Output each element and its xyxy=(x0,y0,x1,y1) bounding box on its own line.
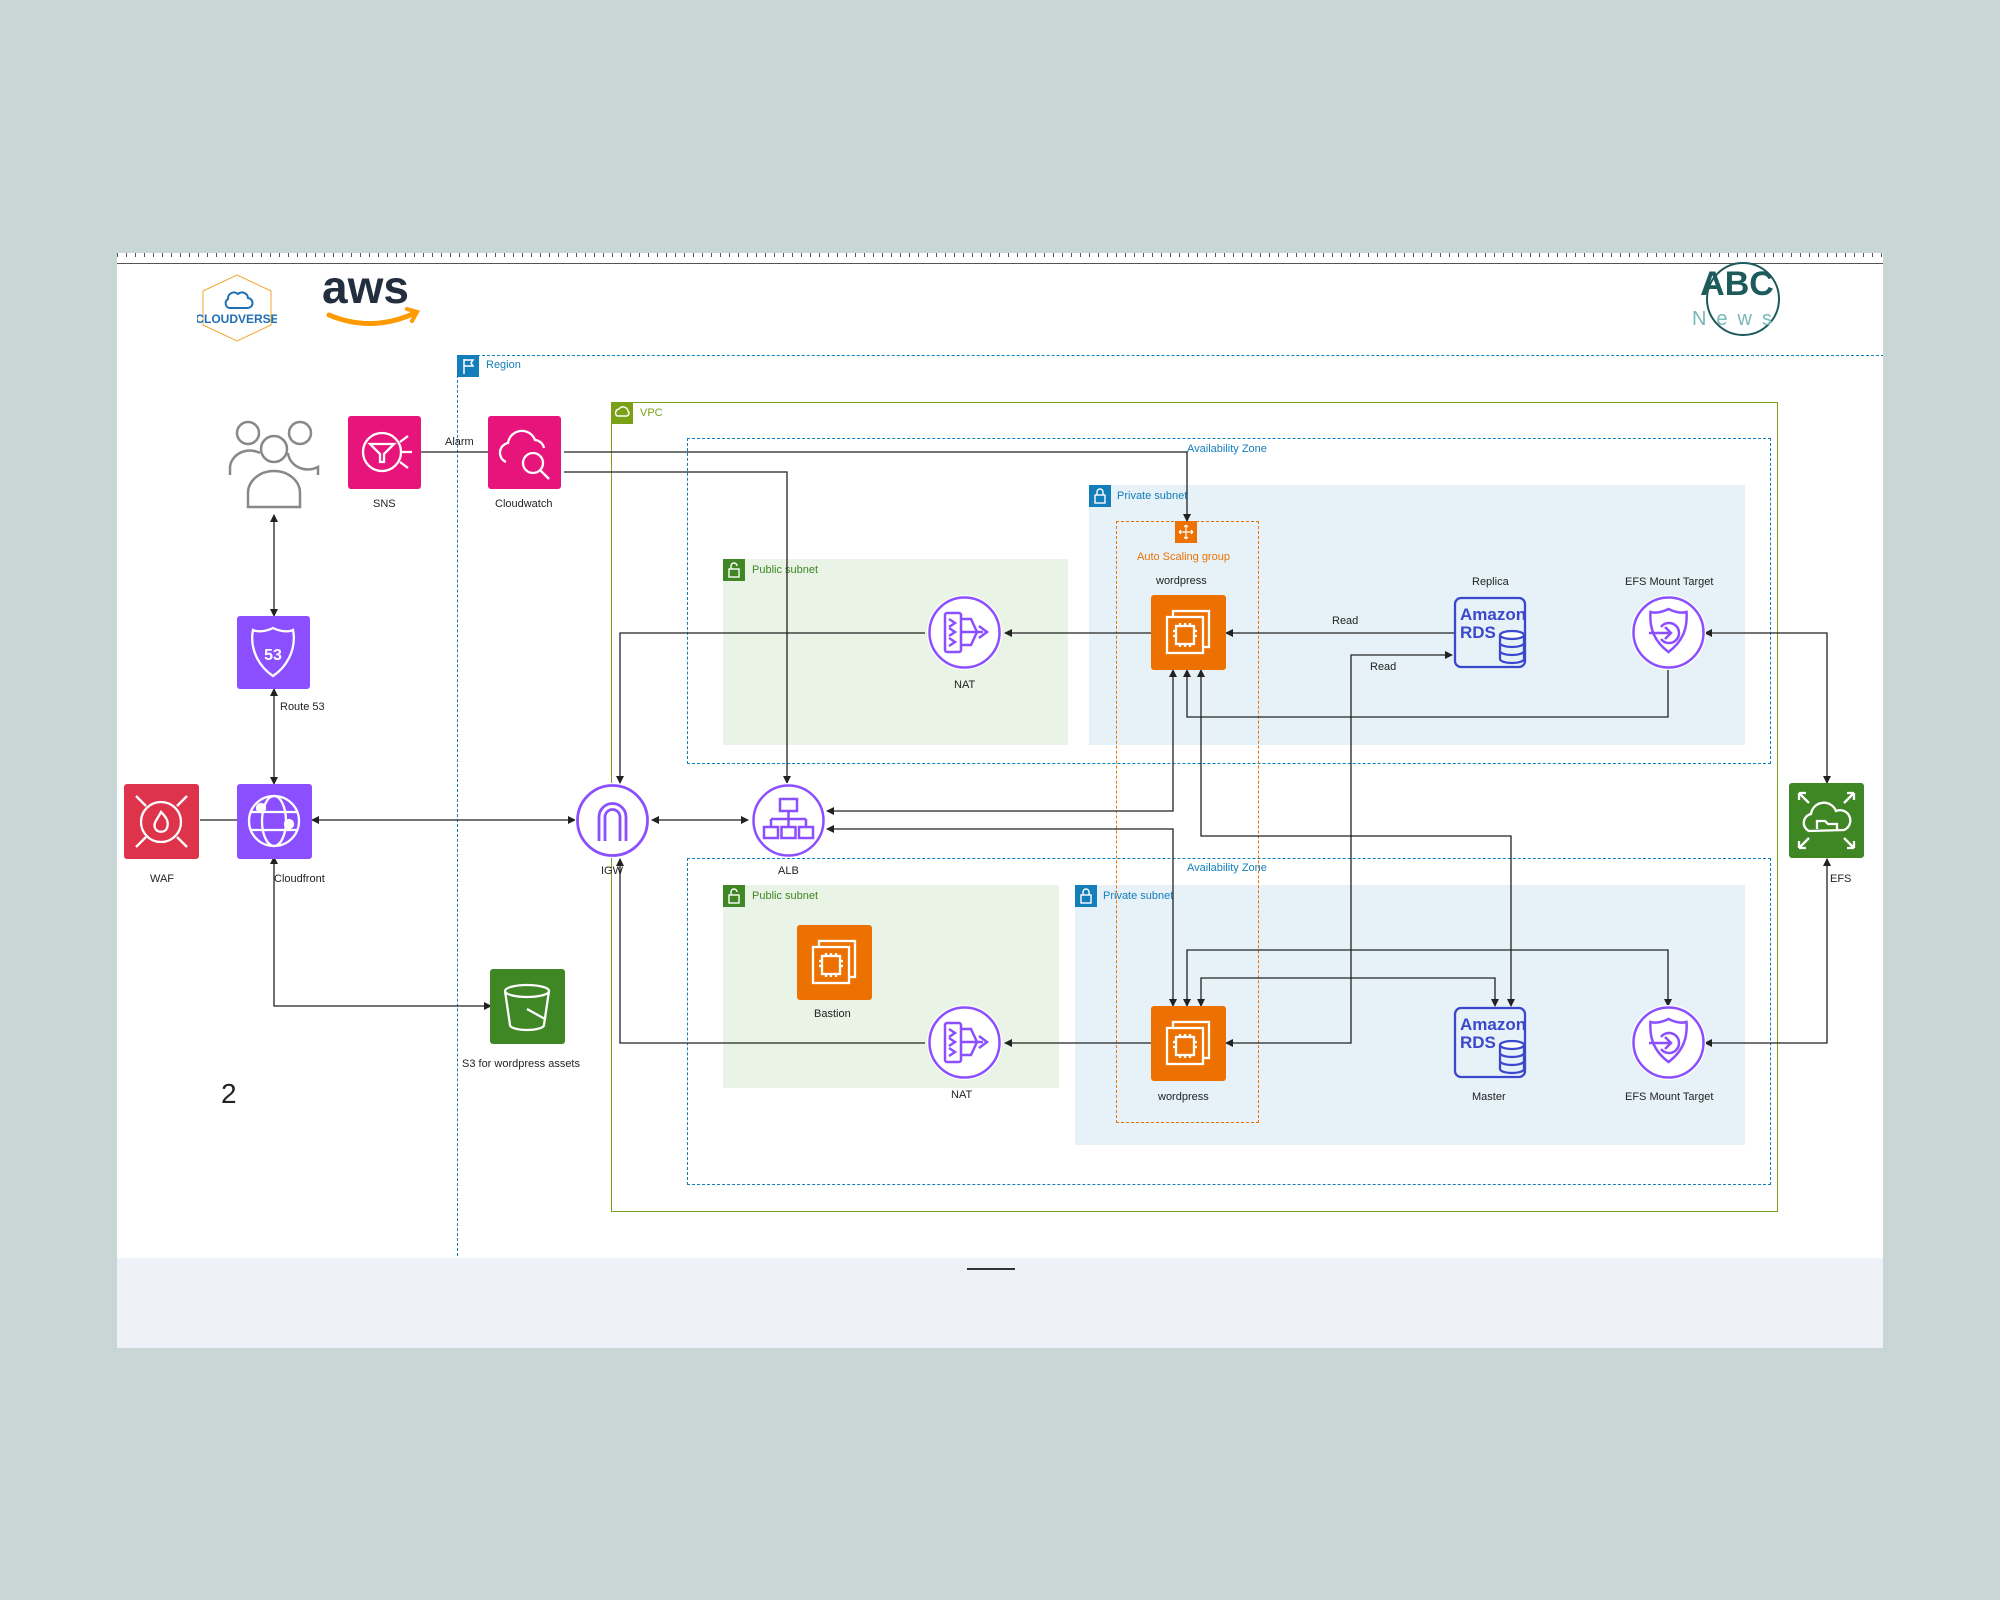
s3-label: S3 for wordpress assets xyxy=(462,1058,580,1070)
region-label: Region xyxy=(486,359,521,371)
line-read-wpbottom xyxy=(1225,651,1453,1047)
line-efsmt-bottom-efs xyxy=(1704,858,1831,1047)
read-label-1: Read xyxy=(1332,615,1359,627)
rds-replica-text-2: RDS xyxy=(1460,623,1496,642)
line-wptop-master xyxy=(1197,669,1515,1007)
line-efsmt-top-efs xyxy=(1704,629,1831,784)
vpc-label: VPC xyxy=(640,407,663,419)
rds-master-text-1: Amazon xyxy=(1460,1015,1526,1034)
waf-icon[interactable] xyxy=(124,784,199,859)
efs-icon[interactable] xyxy=(1789,783,1864,858)
wordpress-bottom-label: wordpress xyxy=(1158,1091,1209,1103)
alb-label: ALB xyxy=(778,865,799,877)
aws-text: aws xyxy=(322,263,409,313)
diagram-canvas: CLOUDVERSE aws ABC News Region VPC Avail… xyxy=(117,253,1883,1348)
abc-news-logo: ABC News xyxy=(1677,259,1797,339)
cloudfront-label: Cloudfront xyxy=(274,873,325,885)
efs-mount-target-bottom-icon[interactable] xyxy=(1631,1005,1706,1080)
sns-label: SNS xyxy=(373,498,396,510)
line-natbottom-igw xyxy=(616,858,925,1044)
cloudverse-text: CLOUDVERSE xyxy=(197,312,277,326)
efs-label: EFS xyxy=(1830,873,1852,885)
igw-label: IGW xyxy=(601,865,623,877)
nat-top-icon[interactable] xyxy=(927,595,1002,670)
efs-mount-target-bottom-label: EFS Mount Target xyxy=(1625,1091,1714,1103)
cloudfront-icon[interactable] xyxy=(237,784,312,859)
public-subnet-top-icon xyxy=(723,559,745,581)
wordpress-top-icon[interactable] xyxy=(1151,595,1226,670)
wordpress-bottom-icon[interactable] xyxy=(1151,1006,1226,1081)
igw-icon[interactable] xyxy=(575,783,650,858)
auto-scaling-label: Auto Scaling group xyxy=(1137,551,1230,563)
connectors xyxy=(200,451,1831,1047)
rds-replica-icon[interactable]: Amazon RDS xyxy=(1452,595,1532,670)
route53-icon[interactable]: 53 xyxy=(237,616,310,689)
public-subnet-bottom-icon xyxy=(723,885,745,907)
region-icon xyxy=(457,355,479,377)
resize-handle[interactable] xyxy=(967,1268,1015,1270)
cloudwatch-icon[interactable] xyxy=(488,416,561,489)
private-subnet-top-icon xyxy=(1089,485,1111,507)
line-cloudwatch-alb xyxy=(564,471,791,784)
line-wpbottom-master xyxy=(1197,977,1499,1007)
efs-mount-target-top-label: EFS Mount Target xyxy=(1625,576,1714,588)
line-alb-wptop xyxy=(826,669,1177,815)
master-label: Master xyxy=(1472,1091,1506,1103)
bastion-label: Bastion xyxy=(814,1008,851,1020)
ruler xyxy=(117,253,1883,264)
nat-top-label: NAT xyxy=(954,679,976,691)
line-wpbottom-efsmt xyxy=(1183,949,1672,1007)
rds-replica-text-1: Amazon xyxy=(1460,605,1526,624)
replica-label: Replica xyxy=(1472,576,1509,588)
cloudverse-logo: CLOUDVERSE xyxy=(195,273,279,343)
nat-bottom-icon[interactable] xyxy=(927,1005,1002,1080)
nat-bottom-label: NAT xyxy=(951,1089,973,1101)
cloudwatch-label: Cloudwatch xyxy=(495,498,553,510)
page-number: 2 xyxy=(221,1078,237,1109)
line-cloudfront-s3 xyxy=(270,856,492,1010)
public-subnet-top-label: Public subnet xyxy=(752,564,819,576)
rds-master-text-2: RDS xyxy=(1460,1033,1496,1052)
abc-text: ABC xyxy=(1700,265,1774,303)
private-subnet-top-label: Private subnet xyxy=(1117,490,1188,502)
auto-scaling-icon xyxy=(1175,521,1197,543)
s3-icon[interactable] xyxy=(490,969,565,1044)
vpc-icon xyxy=(611,402,633,424)
alb-icon[interactable] xyxy=(751,783,826,858)
users-icon xyxy=(226,415,322,511)
az-top-label: Availability Zone xyxy=(1187,443,1267,455)
alarm-label: Alarm xyxy=(445,436,474,448)
rds-master-icon[interactable]: Amazon RDS xyxy=(1452,1005,1532,1080)
sns-icon[interactable] xyxy=(348,416,421,489)
efs-mount-target-top-icon[interactable] xyxy=(1631,595,1706,670)
read-label-2: Read xyxy=(1370,661,1397,673)
route53-label: Route 53 xyxy=(280,701,325,713)
bottom-scroll-band xyxy=(117,1258,1883,1348)
svg-text:53: 53 xyxy=(264,647,282,664)
waf-label: WAF xyxy=(150,873,175,885)
line-cloudwatch-asg xyxy=(564,451,1191,522)
public-subnet-bottom-label: Public subnet xyxy=(752,890,819,902)
line-efsmt-wptop xyxy=(1183,668,1669,718)
line-alb-wpbottom xyxy=(826,825,1177,1007)
bastion-icon[interactable] xyxy=(797,925,872,1000)
wordpress-top-label: wordpress xyxy=(1156,575,1207,587)
line-nattop-igw xyxy=(616,632,925,784)
aws-logo: aws xyxy=(317,261,427,333)
news-text: News xyxy=(1692,308,1782,330)
